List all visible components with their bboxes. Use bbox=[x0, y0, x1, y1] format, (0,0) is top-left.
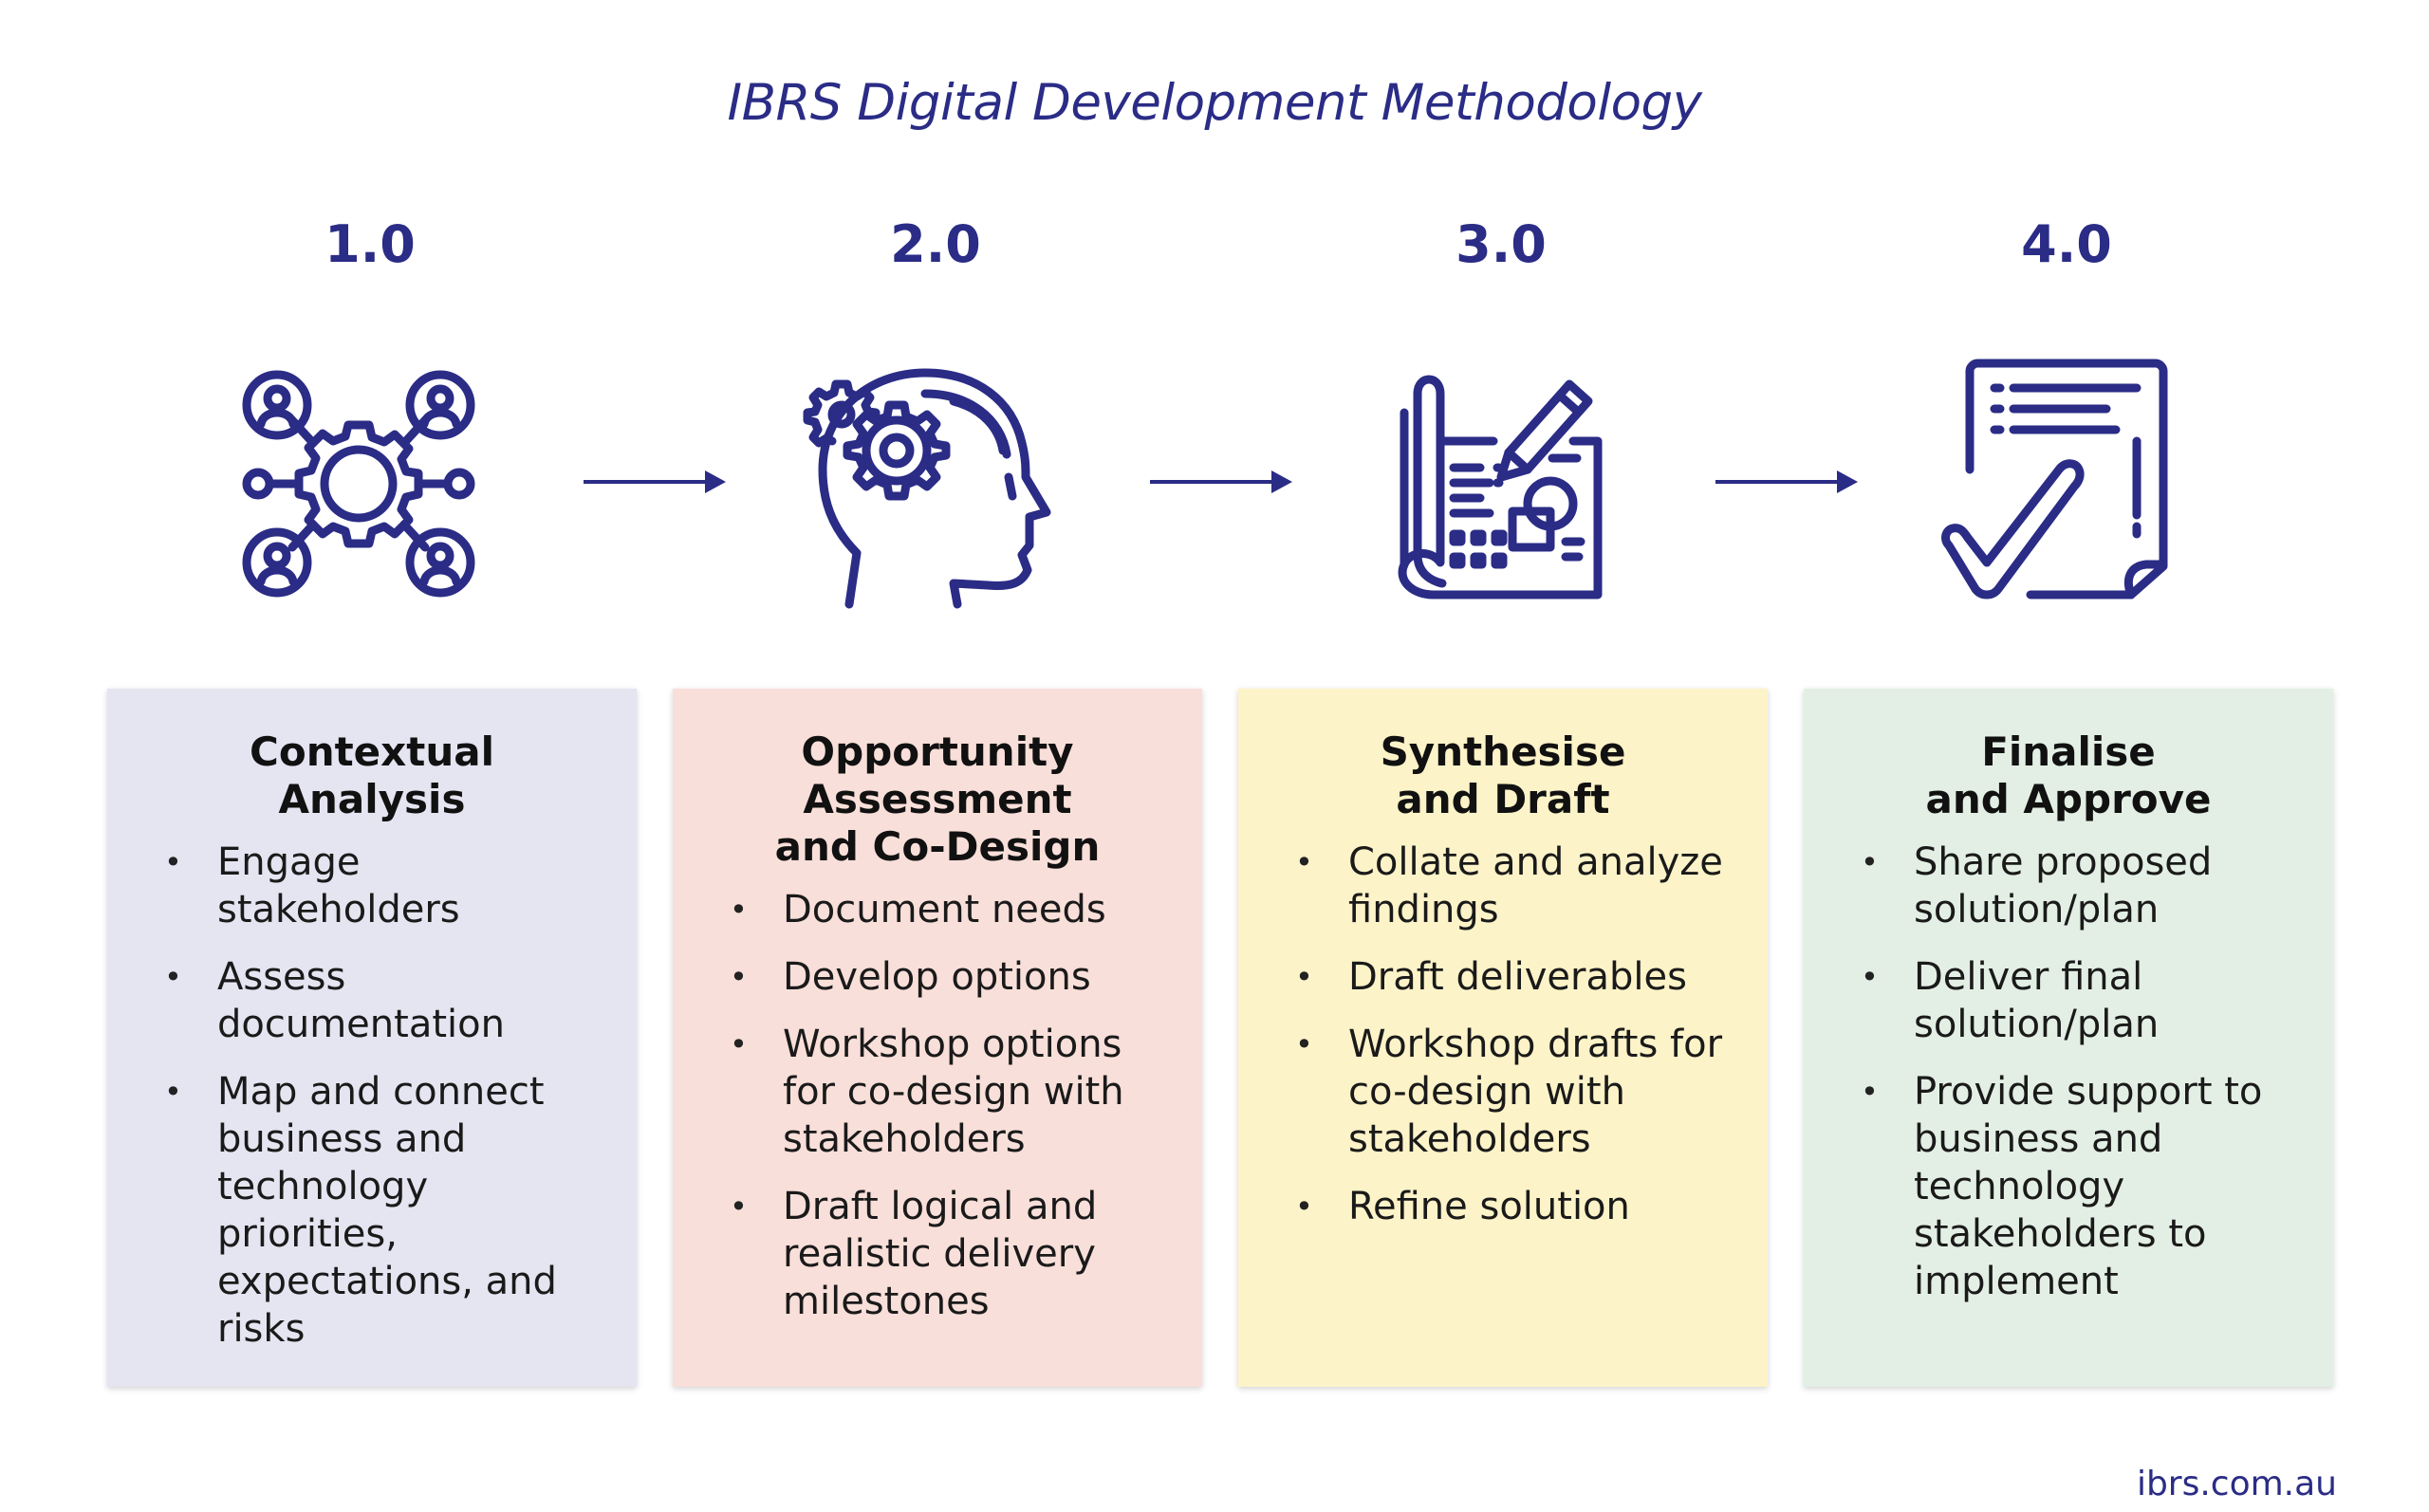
bullet-list: Document needs Develop options Workshop … bbox=[730, 886, 1164, 1325]
card-title: Finalise and Approve bbox=[1925, 728, 2212, 822]
step-number-2: 2.0 bbox=[890, 214, 981, 274]
step-number-4: 4.0 bbox=[2021, 214, 2112, 274]
card-title: Opportunity Assessment and Co-Design bbox=[774, 728, 1101, 870]
step-card-4: Finalise and Approve Share proposedsolut… bbox=[1804, 689, 2333, 1387]
step-card-3: Synthesise and Draft Collate and analyze… bbox=[1238, 689, 1768, 1387]
list-item: Document needs bbox=[730, 886, 1164, 933]
document-checkmark-icon bbox=[1936, 356, 2201, 612]
step-card-2: Opportunity Assessment and Co-Design Doc… bbox=[673, 689, 1202, 1387]
card-title: Contextual Analysis bbox=[250, 728, 494, 822]
list-item: Develop options bbox=[730, 953, 1164, 1001]
list-item: Draft deliverables bbox=[1295, 953, 1730, 1001]
head-gears-icon bbox=[802, 356, 1067, 612]
arrow-icon bbox=[584, 463, 726, 501]
diagram-title: IBRS Digital Development Methodology bbox=[727, 74, 1702, 132]
network-gear-people-icon bbox=[237, 356, 503, 612]
blueprint-pencil-icon bbox=[1366, 356, 1632, 612]
step-number-3: 3.0 bbox=[1456, 214, 1547, 274]
footer-url: ibrs.com.au bbox=[2136, 1465, 2337, 1503]
step-number-1: 1.0 bbox=[324, 214, 416, 274]
list-item: Refine solution bbox=[1295, 1183, 1730, 1230]
arrow-icon bbox=[1150, 463, 1292, 501]
card-title: Synthesise and Draft bbox=[1380, 728, 1626, 822]
arrow-icon bbox=[1715, 463, 1858, 501]
